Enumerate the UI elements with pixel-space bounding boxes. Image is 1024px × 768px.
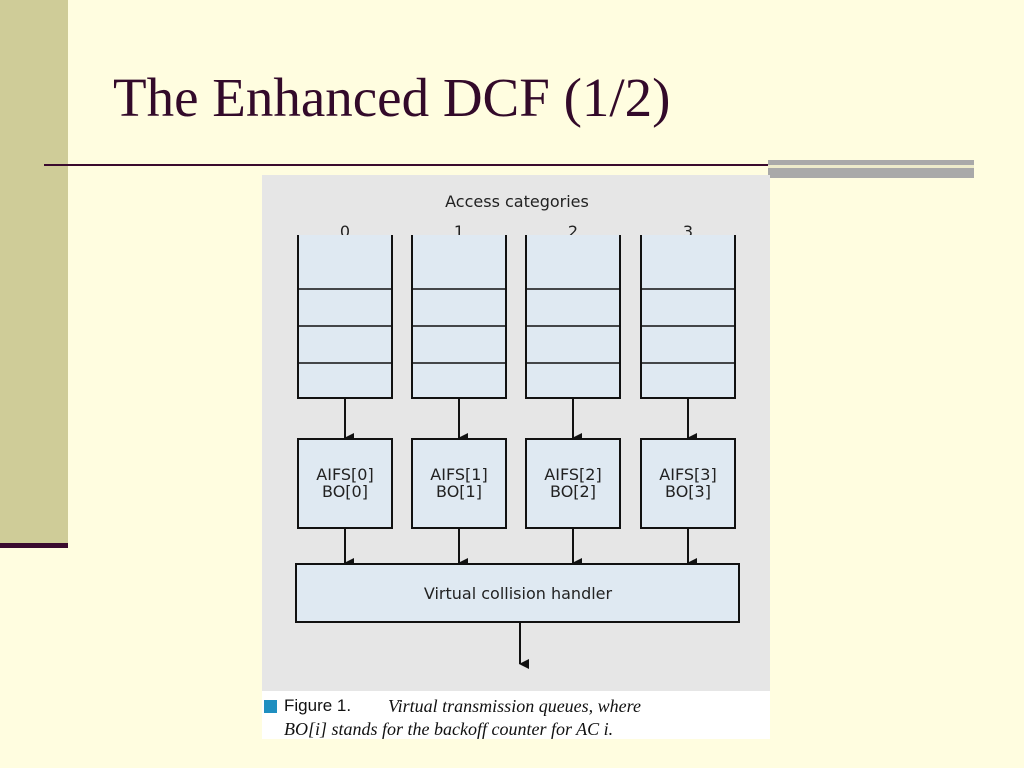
virtual-collision-handler-label: Virtual collision handler xyxy=(424,584,613,603)
aifs-bo-box xyxy=(525,438,621,529)
aifs-label: AIFS[3] xyxy=(659,465,716,484)
aifs-bo-box xyxy=(411,438,507,529)
queue-fill xyxy=(641,235,735,398)
category-number: 3 xyxy=(683,222,693,241)
backoff-label: BO[1] xyxy=(436,482,482,501)
backoff-label: BO[0] xyxy=(322,482,368,501)
figure-caption-line-2: BO[i] stands for the backoff counter for… xyxy=(284,719,614,739)
aifs-bo-box xyxy=(297,438,393,529)
aifs-label: AIFS[2] xyxy=(544,465,601,484)
access-categories-heading: Access categories xyxy=(445,192,589,211)
slide-title: The Enhanced DCF (1/2) xyxy=(113,67,671,128)
queue-fill xyxy=(412,235,506,398)
title-underline xyxy=(44,164,974,166)
figure-label: Figure 1. xyxy=(284,696,352,715)
queue-fill xyxy=(526,235,620,398)
category-number: 2 xyxy=(568,222,578,241)
title-underline-accent xyxy=(768,160,974,178)
access-category-columns: 0AIFS[0]BO[0]1AIFS[1]BO[1]2AIFS[2]BO[2]3… xyxy=(297,222,736,568)
backoff-label: BO[3] xyxy=(665,482,711,501)
backoff-label: BO[2] xyxy=(550,482,596,501)
diagram-svg: Access categories 0AIFS[0]BO[0]1AIFS[1]B… xyxy=(295,192,740,669)
caption-marker-icon xyxy=(264,700,277,713)
category-number: 1 xyxy=(454,222,464,241)
caption-area xyxy=(262,691,770,739)
left-accent-rule xyxy=(0,543,68,548)
aifs-label: AIFS[1] xyxy=(430,465,487,484)
figure-caption-line-1: Virtual transmission queues, where xyxy=(388,696,641,716)
category-number: 0 xyxy=(340,222,350,241)
virtual-collision-handler-box xyxy=(295,563,740,623)
title-underline-accent-stripe xyxy=(768,165,974,168)
left-accent-band xyxy=(0,0,68,548)
queue-fill xyxy=(298,235,392,398)
aifs-label: AIFS[0] xyxy=(316,465,373,484)
